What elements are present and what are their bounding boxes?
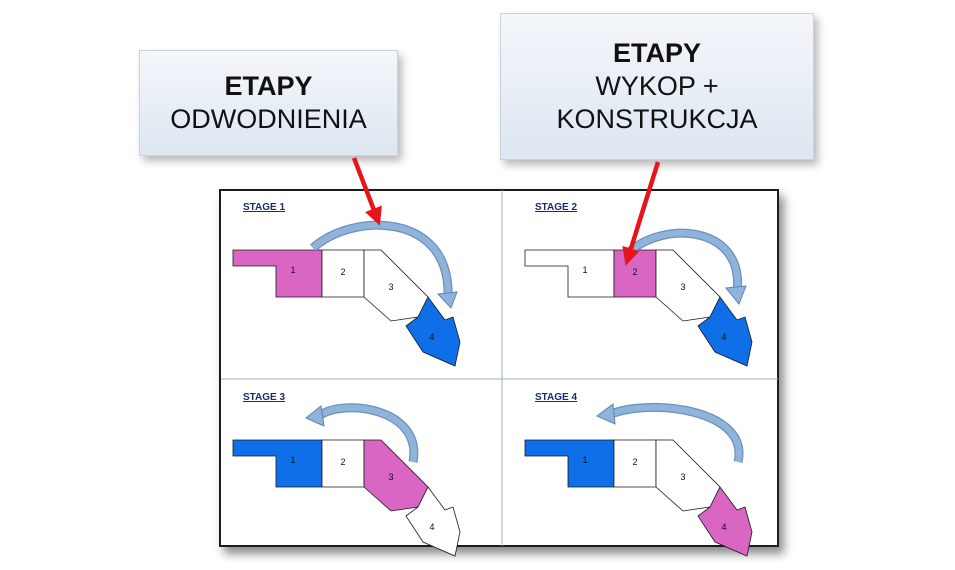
section-3-block <box>363 249 429 322</box>
stage-label: STAGE 1 <box>243 202 285 213</box>
section-2-label: 2 <box>340 457 345 467</box>
section-3-label: 3 <box>388 472 393 482</box>
stage-label: STAGE 2 <box>535 202 577 213</box>
callout-dewatering-stages: ETAPY ODWODNIENIA <box>139 50 398 156</box>
section-3-block <box>363 439 429 512</box>
stage-panel-3: STAGE 3 1 2 3 4 <box>232 392 461 557</box>
stage-label: STAGE 3 <box>243 392 285 403</box>
stage-panel-4: STAGE 4 1 2 3 4 <box>524 392 753 557</box>
section-4-block <box>405 486 461 557</box>
callout-excavation-line3: KONSTRUKCJA <box>556 104 758 134</box>
red-pointer-arrow-icon-dewatering <box>351 157 382 226</box>
section-3-label: 3 <box>680 282 685 292</box>
red-pointer-arrow-icon-excavation <box>622 161 661 266</box>
callout-dewatering-title: ETAPY <box>224 71 313 101</box>
callout-excavation-line2: WYKOP + <box>595 71 719 101</box>
section-2-label: 2 <box>632 267 637 277</box>
section-2-label: 2 <box>340 267 345 277</box>
section-3-label: 3 <box>680 472 685 482</box>
section-4-block <box>697 296 753 367</box>
section-1-block <box>524 439 615 488</box>
section-3-block <box>655 249 721 322</box>
callout-excavation-stages: ETAPY WYKOP + KONSTRUKCJA <box>500 13 814 160</box>
curved-arrow-icon <box>626 228 747 305</box>
section-4-block <box>405 296 461 367</box>
stage-panel-2: STAGE 2 1 2 3 4 <box>524 202 753 367</box>
section-1-label: 1 <box>582 265 587 275</box>
stage-panel-1: STAGE 1 1 2 3 4 <box>232 202 461 367</box>
section-3-block <box>655 439 721 512</box>
section-4-label: 4 <box>721 332 726 342</box>
section-1-block <box>524 249 615 298</box>
section-4-label: 4 <box>429 332 434 342</box>
section-1-label: 1 <box>582 455 587 465</box>
section-4-label: 4 <box>721 522 726 532</box>
callout-dewatering-subtitle: ODWODNIENIA <box>170 104 367 134</box>
section-1-label: 1 <box>290 455 295 465</box>
curved-arrow-icon <box>309 220 458 309</box>
curved-arrow-icon <box>305 403 419 463</box>
stage-label: STAGE 4 <box>535 392 577 403</box>
section-2-label: 2 <box>632 457 637 467</box>
section-3-label: 3 <box>388 282 393 292</box>
section-1-block <box>232 439 323 488</box>
section-1-block <box>232 249 323 298</box>
callout-excavation-title: ETAPY <box>612 38 701 68</box>
section-4-block <box>697 486 753 557</box>
section-1-label: 1 <box>290 265 295 275</box>
curved-arrow-icon <box>596 402 744 464</box>
section-4-label: 4 <box>429 522 434 532</box>
